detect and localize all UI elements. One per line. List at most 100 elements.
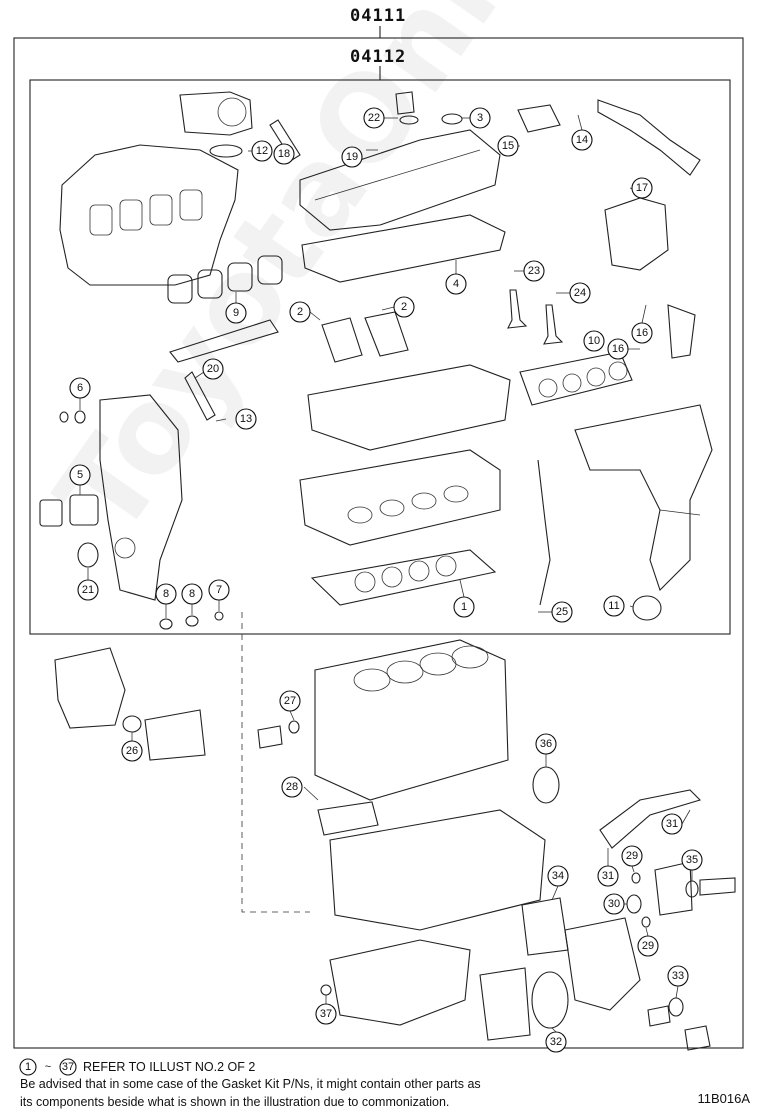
water-pump-gasket (531, 971, 569, 1029)
head-gasket (310, 549, 497, 606)
callout-leaders (79, 114, 693, 1033)
gasket-5 (69, 494, 99, 526)
callout-6: 6 (69, 377, 91, 399)
cylinder-head (299, 449, 501, 546)
callout-1: 1 (453, 596, 475, 618)
callout-15: 15 (497, 135, 519, 157)
refer-note: REFER TO ILLUST NO.2 OF 2 (83, 1060, 256, 1074)
gasket-34 (521, 897, 569, 956)
callout-16a: 16 (631, 322, 653, 344)
throttle-gasket (209, 144, 243, 158)
svg-text:8: 8 (163, 588, 169, 600)
callout-13: 13 (235, 408, 257, 430)
svg-text:7: 7 (216, 584, 222, 596)
svg-text:17: 17 (636, 182, 648, 194)
callout-12: 12 (251, 140, 273, 162)
cylinder-head-cover (299, 91, 501, 231)
water-inlet-pipe (599, 789, 702, 849)
svg-text:16: 16 (636, 327, 648, 339)
o-ring-27 (288, 720, 300, 734)
callout-17: 17 (631, 177, 653, 199)
svg-text:10: 10 (588, 335, 600, 347)
callout-29b: 29 (637, 935, 659, 957)
svg-text:33: 33 (672, 970, 684, 982)
exhaust-gasket-ring (632, 595, 662, 621)
crank-front-seal (77, 542, 99, 568)
gasket-6 (74, 410, 86, 424)
o-ring-8b (185, 615, 199, 627)
dashed-leader (241, 612, 310, 913)
svg-text:37: 37 (320, 1008, 332, 1020)
callout-3: 3 (469, 107, 491, 129)
callout-20: 20 (202, 358, 224, 380)
callout-2b: 2 (393, 296, 415, 318)
svg-text:37: 37 (62, 1061, 74, 1073)
oil-control-valve (317, 801, 379, 836)
egr-cooler (604, 197, 669, 271)
callout-19: 19 (341, 146, 363, 168)
water-bypass-pipe (667, 304, 696, 359)
callout-21: 21 (77, 579, 99, 601)
range-end-marker: 37 (59, 1058, 77, 1076)
svg-text:30: 30 (608, 898, 620, 910)
svg-text:24: 24 (574, 287, 586, 299)
svg-text:29: 29 (642, 940, 654, 952)
advisory-line-2: its components beside what is shown in t… (20, 1095, 450, 1109)
bolt-35 (699, 877, 736, 896)
svg-text:31: 31 (666, 818, 678, 830)
footer-range-markers: 1 ~ 37 (19, 1058, 77, 1076)
callout-23: 23 (523, 260, 545, 282)
plug-tube-seal (441, 113, 463, 125)
callout-8a: 8 (155, 583, 177, 605)
svg-text:31: 31 (602, 870, 614, 882)
svg-text:23: 23 (528, 265, 540, 277)
svg-text:13: 13 (240, 413, 252, 425)
callout-4: 4 (445, 273, 467, 295)
svg-text:35: 35 (686, 854, 698, 866)
advisory-line-1: Be advised that in some case of the Gask… (20, 1077, 481, 1091)
callout-2a: 2 (289, 301, 311, 323)
cam-cap-right (364, 311, 409, 357)
valve-1 (507, 289, 528, 329)
rear-oil-seal-retainer (144, 709, 206, 761)
svg-text:21: 21 (82, 584, 94, 596)
svg-text:25: 25 (556, 606, 568, 618)
exhaust-manifold (574, 404, 713, 592)
svg-text:6: 6 (77, 382, 83, 394)
svg-text:8: 8 (189, 588, 195, 600)
timing-chain-cover (99, 394, 183, 601)
svg-text:11: 11 (608, 600, 619, 612)
callout-37: 37 (315, 1003, 337, 1025)
svg-text:34: 34 (552, 870, 564, 882)
callout-36: 36 (535, 733, 557, 755)
egr-valve (517, 104, 561, 133)
callout-group: 1 2 2 3 4 5 6 7 8 8 9 10 11 12 13 14 15 … (69, 107, 703, 1053)
callout-29a: 29 (621, 845, 643, 867)
svg-text:22: 22 (368, 112, 380, 124)
callout-31a: 31 (661, 813, 683, 835)
svg-text:26: 26 (126, 745, 138, 757)
svg-text:27: 27 (284, 695, 296, 707)
svg-text:28: 28 (286, 781, 298, 793)
water-pump (479, 967, 531, 1041)
svg-text:14: 14 (576, 134, 588, 146)
thermostat-housing (654, 861, 693, 916)
inner-kit-frame (29, 79, 731, 635)
throttle-body (179, 91, 253, 136)
o-ring-33 (668, 997, 684, 1017)
oil-filler-gasket (399, 115, 419, 125)
callout-18: 18 (273, 143, 295, 165)
gasket-plate (39, 499, 63, 527)
injector (184, 371, 216, 421)
callout-14: 14 (571, 129, 593, 151)
svg-text:2: 2 (401, 301, 407, 313)
o-ring-8a (159, 618, 173, 630)
rear-plate-gasket (54, 647, 126, 729)
range-start-marker: 1 (19, 1058, 37, 1076)
gasket-29a (631, 872, 641, 884)
o-ring-30 (626, 894, 642, 914)
range-tilde: ~ (45, 1061, 51, 1073)
sensor-33 (647, 1005, 671, 1027)
rear-crank-seal (532, 766, 560, 804)
